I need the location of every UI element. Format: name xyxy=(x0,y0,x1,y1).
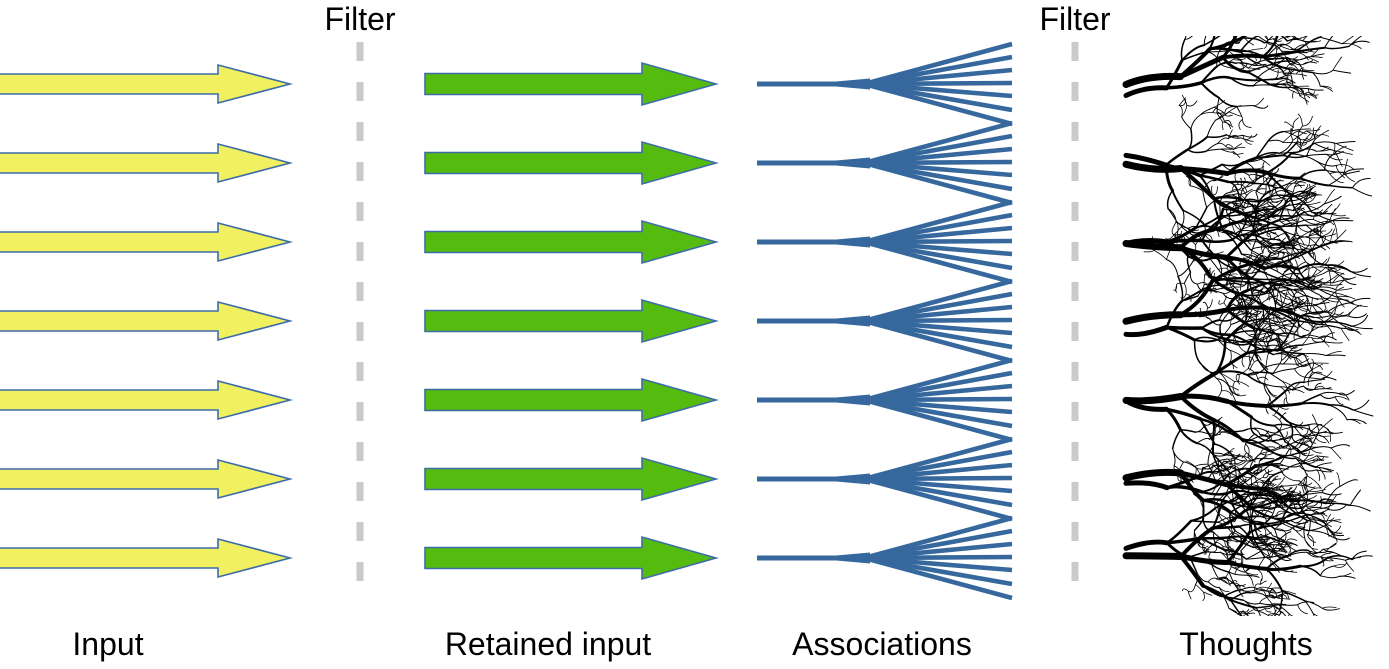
association-branch xyxy=(863,81,1013,127)
retained-input-arrow xyxy=(424,298,719,344)
input-arrow xyxy=(0,300,294,342)
association-branch xyxy=(863,239,1013,285)
associations-column-label: Associations xyxy=(792,626,972,662)
thoughts-branch-path xyxy=(1122,72,1185,560)
input-arrows-group xyxy=(0,63,294,579)
association-branch xyxy=(863,555,1013,601)
retained-input-arrow xyxy=(424,377,719,423)
association-node xyxy=(836,473,870,485)
thoughts-branch-path xyxy=(1164,81,1205,545)
association-fan xyxy=(757,199,1013,285)
association-branch xyxy=(863,476,1013,522)
input-arrow xyxy=(0,221,294,263)
retained-arrows-group xyxy=(424,61,719,581)
input-arrow xyxy=(0,458,294,500)
association-node xyxy=(836,315,870,327)
association-fan xyxy=(757,436,1013,522)
thoughts-branches xyxy=(1122,36,1374,616)
retained-input-arrow xyxy=(424,456,719,502)
association-branch xyxy=(863,397,1013,443)
input-arrow xyxy=(0,537,294,579)
association-fan xyxy=(757,357,1013,443)
association-node xyxy=(836,394,870,406)
association-fan xyxy=(757,278,1013,364)
input-arrow xyxy=(0,379,294,421)
retained-input-arrow xyxy=(424,140,719,186)
association-node xyxy=(836,78,870,90)
association-fan xyxy=(757,120,1013,206)
association-node xyxy=(836,157,870,169)
association-fan xyxy=(757,515,1013,601)
retained-input-arrow xyxy=(424,219,719,265)
thoughts-column-label: Thoughts xyxy=(1179,626,1313,662)
input-arrow xyxy=(0,63,294,105)
retained-input-arrow xyxy=(424,535,719,581)
filter-label-left: Filter xyxy=(324,1,396,37)
association-node xyxy=(836,236,870,248)
association-branch xyxy=(863,318,1013,364)
association-fan xyxy=(757,41,1013,127)
retained-input-column-label: Retained input xyxy=(444,626,652,662)
retained-input-arrow xyxy=(424,61,719,107)
input-column-label: Input xyxy=(72,626,144,662)
association-branch xyxy=(863,160,1013,206)
filter-label-right: Filter xyxy=(1039,1,1111,37)
association-node xyxy=(836,552,870,564)
thoughts-branch-path xyxy=(1143,36,1368,616)
input-arrow xyxy=(0,142,294,184)
associations-group xyxy=(757,41,1013,601)
